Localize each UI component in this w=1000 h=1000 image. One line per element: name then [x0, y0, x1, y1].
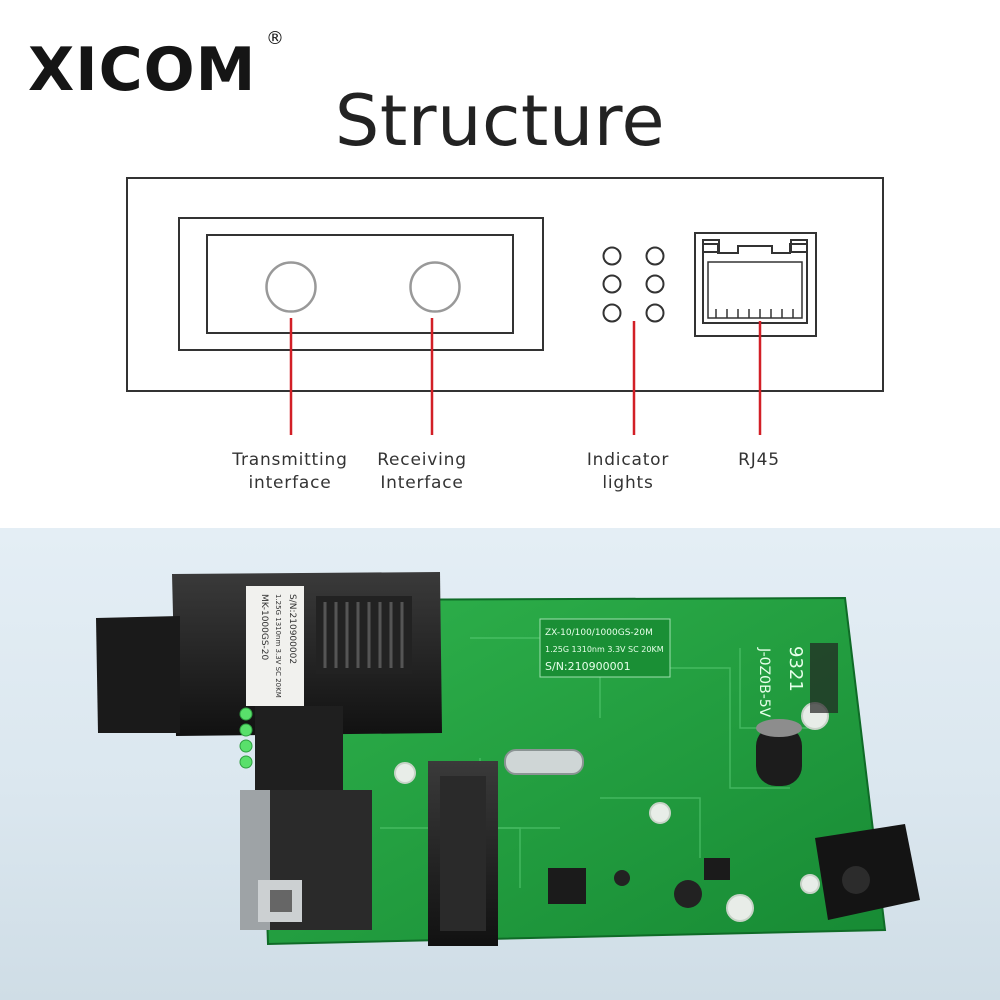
leader-lines — [289, 318, 762, 435]
label-line: RJ45 — [738, 450, 780, 470]
sc-port-inner — [206, 234, 514, 334]
pcb-board-illustration: ZX-10/100/1000GS-20M 1.25G 1310nm 3.3V S… — [96, 572, 920, 946]
led-5 — [602, 303, 622, 323]
structure-diagram-section: XICOM ® Structure — [28, 28, 884, 495]
label-line: Receiving — [377, 450, 467, 470]
led-1 — [602, 246, 622, 266]
pcb-label — [539, 618, 671, 678]
label-line: lights — [602, 473, 654, 493]
module-vent — [316, 596, 412, 674]
transmit-port-circle — [265, 261, 317, 313]
module-vent-slots — [323, 602, 404, 668]
indicator-leds — [239, 707, 253, 769]
label-rj45: RJ45 — [714, 449, 804, 472]
panel-outline — [126, 177, 884, 392]
crystal-oscillator — [504, 749, 584, 775]
label-line: Indicator — [586, 450, 670, 470]
pcb-label-line2: 1.25G 1310nm 3.3V SC 20KM — [545, 645, 664, 654]
pcb-label-line3: S/N:210900001 — [545, 660, 631, 673]
module-label-line2: 1.25G 1310nm 3.3V SC 20KM — [274, 594, 282, 698]
electrolytic-capacitor — [756, 726, 802, 786]
converter-front-panel-diagram — [126, 177, 884, 435]
pcb-model-text: J-0Z0B-5V — [756, 647, 772, 718]
label-line: interface — [248, 473, 332, 493]
indicator-led-grid — [602, 246, 665, 323]
inductor — [674, 880, 702, 908]
led-6 — [645, 303, 665, 323]
rj45-port-drawing — [694, 232, 817, 337]
page-title: Structure — [334, 80, 666, 162]
small-chip — [704, 858, 730, 880]
led-4 — [645, 274, 665, 294]
xicom-logo: XICOM ® — [28, 28, 284, 102]
logo-wordmark: XICOM — [28, 35, 256, 102]
dc-power-jack — [815, 824, 920, 920]
sc-port-outer — [178, 217, 544, 351]
pcb-label-line1: ZX-10/100/1000GS-20M — [545, 628, 653, 638]
module-label-line1: MK-1000GS-20 — [259, 594, 269, 661]
label-line: Transmitting — [232, 450, 348, 470]
product-photo-section: ZX-10/100/1000GS-20M 1.25G 1310nm 3.3V S… — [0, 528, 1000, 1000]
led-3 — [602, 274, 622, 294]
label-receiving-interface: Receiving Interface — [352, 449, 492, 495]
registered-mark: ® — [266, 28, 284, 49]
module-label-line3: S/N:210900002 — [287, 594, 297, 664]
inductor-small — [614, 870, 630, 886]
label-line: Interface — [380, 473, 464, 493]
receive-port-circle — [409, 261, 461, 313]
pcb-mark-text: 9321 — [785, 646, 806, 692]
label-indicator-lights: Indicator lights — [568, 449, 688, 495]
module-label — [246, 586, 304, 706]
main-chip — [548, 868, 586, 904]
led-holder — [255, 706, 343, 791]
led-2 — [645, 246, 665, 266]
label-transmitting-interface: Transmitting interface — [210, 449, 370, 495]
sc-connector-front — [96, 616, 180, 733]
header-pins — [810, 643, 838, 713]
